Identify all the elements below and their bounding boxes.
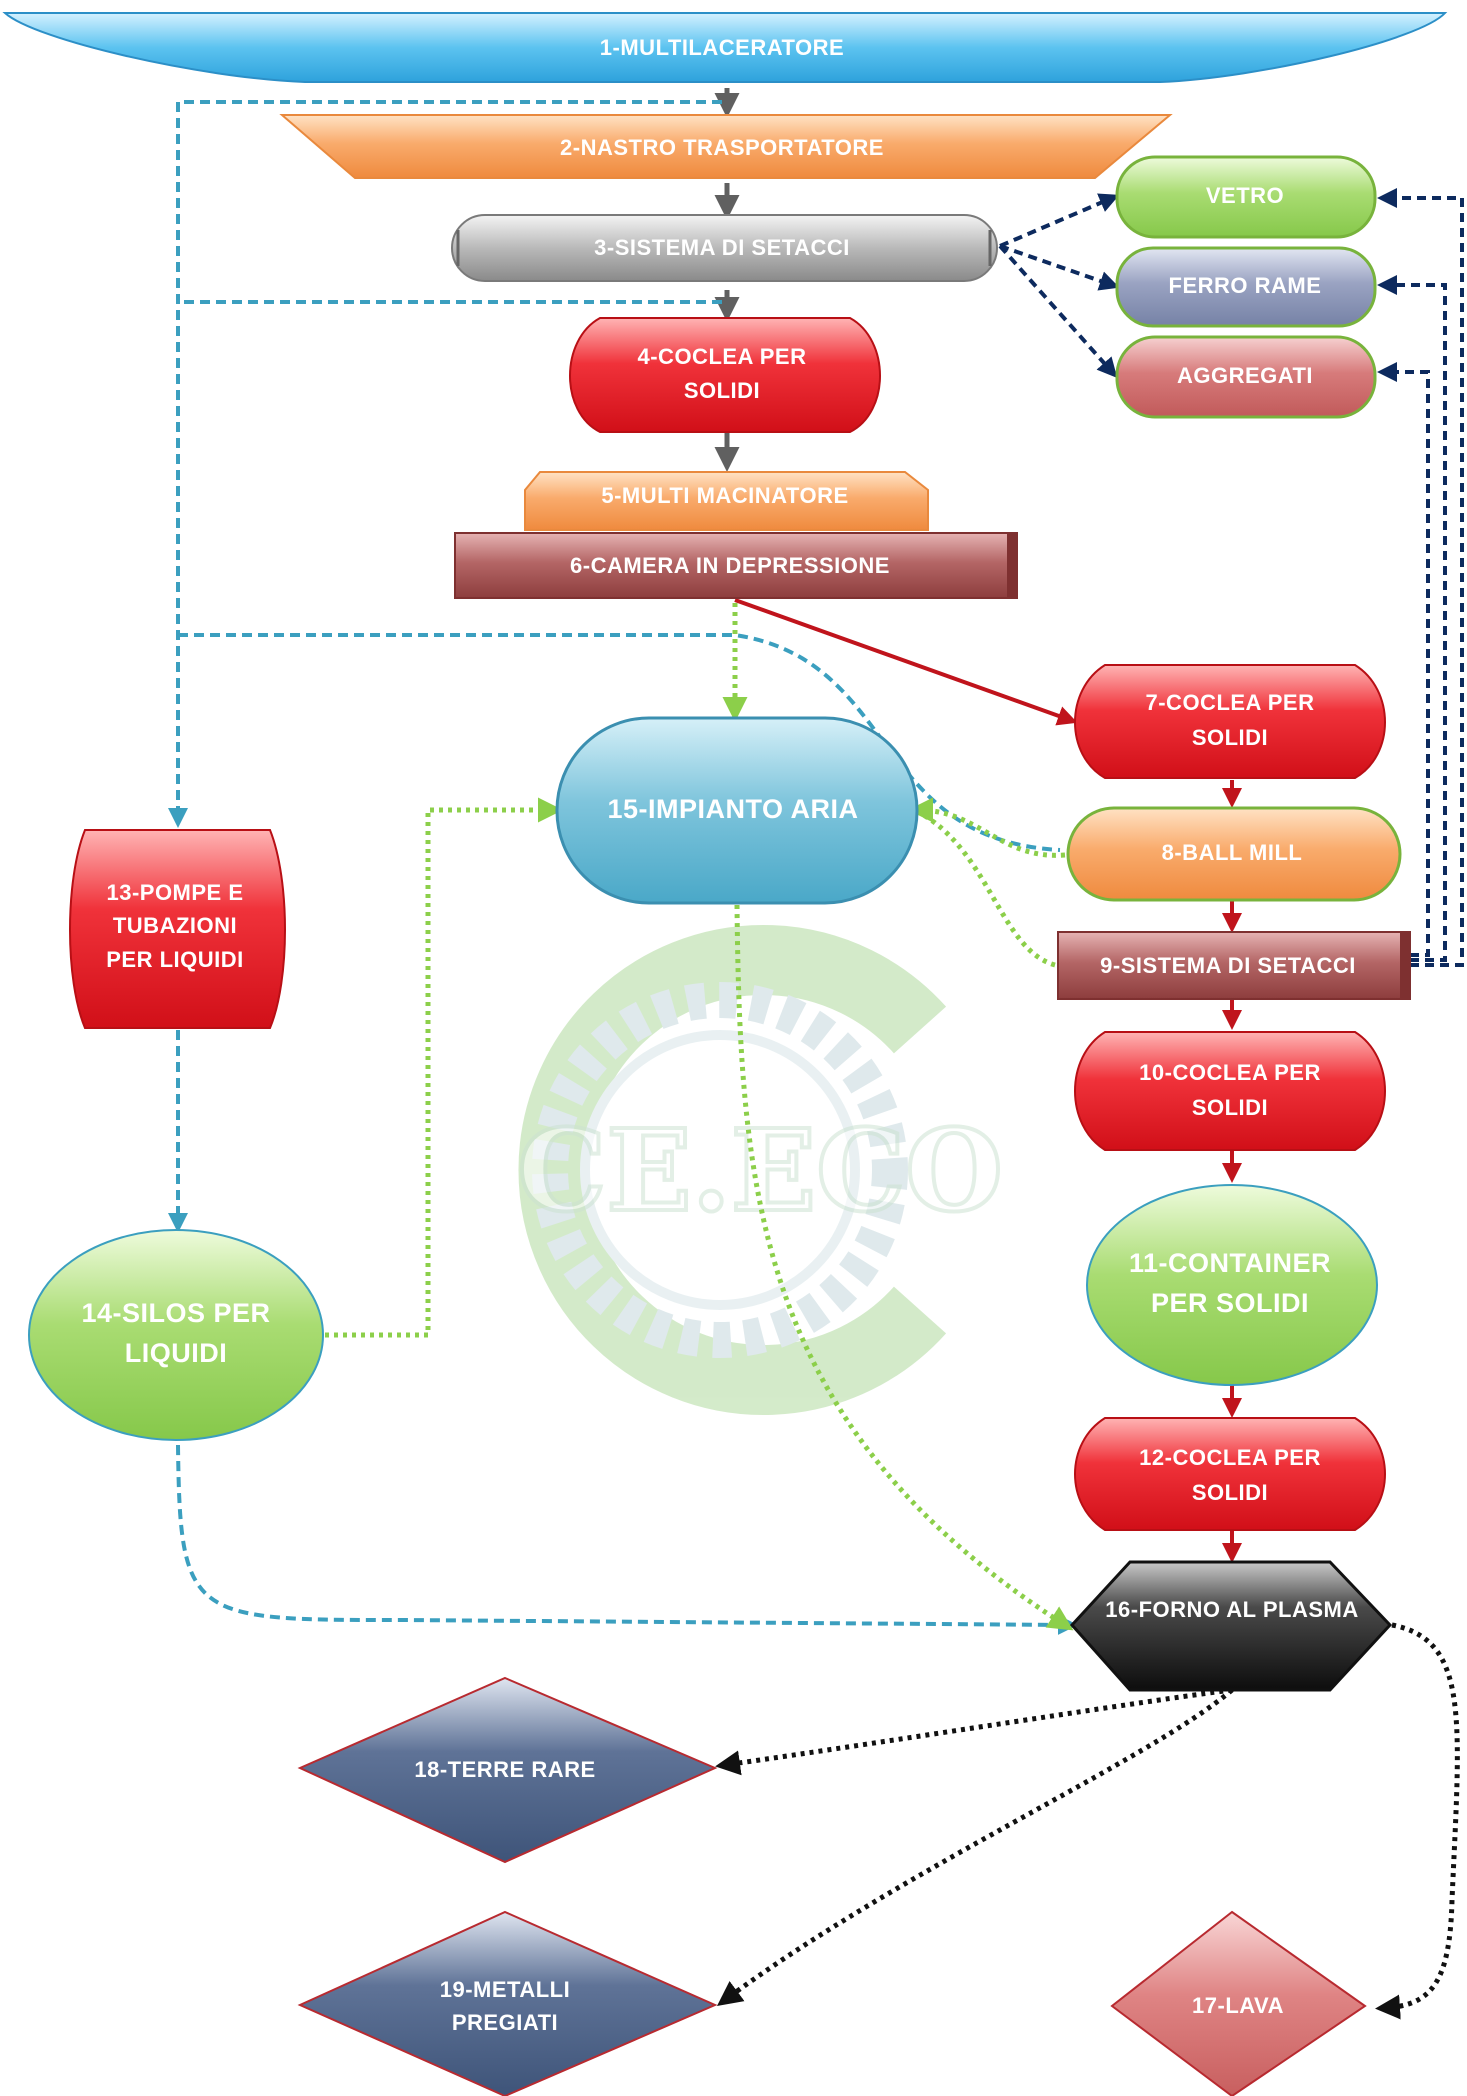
node-aggregati[interactable]: AGGREGATI — [1115, 335, 1377, 419]
node-lava[interactable]: 17-LAVA — [1110, 1910, 1367, 2096]
node-label: 9-SISTEMA DI SETACCI — [1100, 953, 1356, 978]
node-label-line-2: SOLIDI — [684, 378, 760, 403]
node-label: FERRO RAME — [1169, 273, 1322, 298]
node-label-line-1: 11-CONTAINER — [1129, 1248, 1331, 1278]
node-multi-macinatore[interactable]: 5-MULTI MACINATORE — [524, 471, 929, 531]
red-flow-connectors — [734, 598, 1242, 1563]
node-label: 6-CAMERA IN DEPRESSIONE — [570, 553, 890, 578]
node-label-line-1: 7-COCLEA PER — [1146, 690, 1315, 715]
node-vetro[interactable]: VETRO — [1115, 155, 1377, 239]
air-flow-connectors — [325, 603, 1074, 1631]
node-label: VETRO — [1206, 183, 1284, 208]
node-label-line-1: 12-COCLEA PER — [1139, 1445, 1321, 1470]
node-label-line-2: LIQUIDI — [125, 1338, 228, 1368]
node-ferro-rame[interactable]: FERRO RAME — [1115, 246, 1377, 328]
node-silos-liquidi[interactable]: 14-SILOS PER LIQUIDI — [28, 1229, 324, 1441]
node-label-line-2: PER SOLIDI — [1151, 1288, 1309, 1318]
node-label: 8-BALL MILL — [1162, 840, 1303, 865]
node-metalli-pregiati[interactable]: 19-METALLI PREGIATI — [297, 1910, 718, 2096]
node-label: AGGREGATI — [1177, 363, 1313, 388]
watermark-text: CE.ECO — [517, 1106, 1003, 1237]
node-label-line-2: PREGIATI — [452, 2010, 558, 2035]
node-label-line-1: 14-SILOS PER — [81, 1298, 270, 1328]
node-camera-depressione[interactable]: 6-CAMERA IN DEPRESSIONE — [454, 532, 1018, 599]
plasma-output-connectors — [715, 1622, 1460, 2020]
node-coclea-10[interactable]: 10-COCLEA PER SOLIDI — [1074, 1031, 1386, 1151]
node-label-line-1: 10-COCLEA PER — [1139, 1060, 1321, 1085]
node-nastro-trasportatore[interactable]: 2-NASTRO TRASPORTATORE — [279, 114, 1173, 179]
node-sistema-setacci-3[interactable]: 3-SISTEMA DI SETACCI — [451, 214, 998, 282]
node-container-solidi[interactable]: 11-CONTAINER PER SOLIDI — [1086, 1184, 1378, 1386]
node-label: 18-TERRE RARE — [414, 1757, 595, 1782]
node-forno-plasma[interactable]: 16-FORNO AL PLASMA — [1069, 1560, 1393, 1692]
logo-c-ring — [518, 925, 947, 1415]
node-label: 16-FORNO AL PLASMA — [1105, 1597, 1358, 1622]
node-label-line-1: 4-COCLEA PER — [638, 344, 807, 369]
node-multilaceratore[interactable]: 1-MULTILACERATORE — [2, 12, 1448, 83]
node-label: 1-MULTILACERATORE — [600, 35, 844, 60]
node-label-line-2: SOLIDI — [1192, 1480, 1268, 1505]
node-coclea-4[interactable]: 4-COCLEA PER SOLIDI — [569, 317, 881, 433]
sieve-output-connectors — [998, 188, 1464, 967]
node-impianto-aria[interactable]: 15-IMPIANTO ARIA — [555, 716, 919, 905]
node-label-line-2: TUBAZIONI — [113, 913, 237, 938]
node-coclea-7[interactable]: 7-COCLEA PER SOLIDI — [1074, 664, 1386, 779]
node-label-line-1: 19-METALLI — [440, 1977, 570, 2002]
node-label-line-2: SOLIDI — [1192, 725, 1268, 750]
node-terre-rare[interactable]: 18-TERRE RARE — [297, 1676, 718, 1864]
node-coclea-12[interactable]: 12-COCLEA PER SOLIDI — [1074, 1417, 1386, 1531]
node-label: 2-NASTRO TRASPORTATORE — [560, 135, 884, 160]
logo-gear-icon — [532, 982, 908, 1358]
ce-eco-watermark: CE.ECO — [515, 925, 1005, 1415]
node-label: 15-IMPIANTO ARIA — [607, 794, 858, 824]
node-label: 3-SISTEMA DI SETACCI — [594, 235, 850, 260]
node-label-line-1: 13-POMPE E — [106, 880, 243, 905]
node-pompe-tubazioni[interactable]: 13-POMPE E TUBAZIONI PER LIQUIDI — [69, 829, 286, 1029]
node-label: 17-LAVA — [1192, 1993, 1284, 2018]
node-label-line-2: SOLIDI — [1192, 1095, 1268, 1120]
node-ball-mill[interactable]: 8-BALL MILL — [1066, 806, 1402, 902]
node-label-line-3: PER LIQUIDI — [106, 947, 244, 972]
node-label: 5-MULTI MACINATORE — [601, 483, 848, 508]
liquid-flow-connectors — [168, 100, 1078, 1635]
node-sistema-setacci-9[interactable]: 9-SISTEMA DI SETACCI — [1057, 931, 1411, 1000]
